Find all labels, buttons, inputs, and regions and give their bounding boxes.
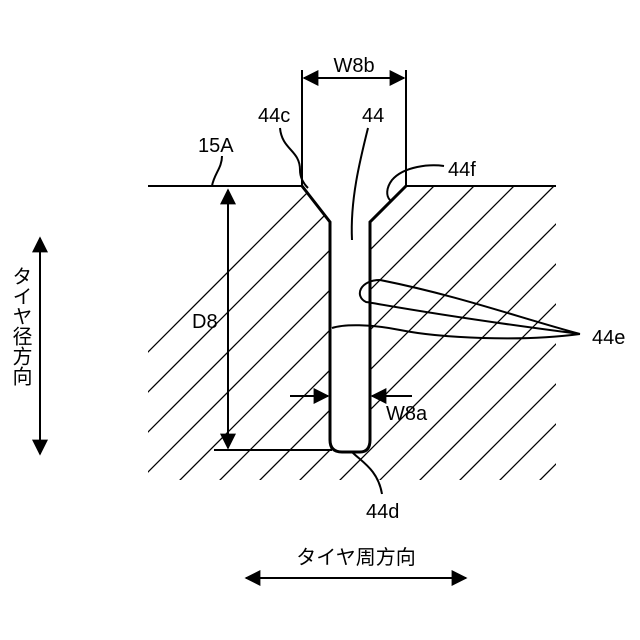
groove-bottom-leader <box>352 452 382 494</box>
tread-hatching <box>0 160 640 520</box>
groove-label: 44 <box>362 105 384 127</box>
groove-wall-label: 44e <box>592 327 625 349</box>
chamfer-right-label: 44f <box>448 159 476 181</box>
radial-direction-label: タイヤ径方向 <box>8 266 32 386</box>
groove-bottom-label: 44d <box>366 501 399 523</box>
circumferential-direction-label: タイヤ周方向 <box>296 545 415 569</box>
tread-surface-label: 15A <box>198 135 234 157</box>
w8a-label: W8a <box>386 403 428 425</box>
w8b-label: W8b <box>333 55 374 77</box>
groove-leader <box>352 128 368 240</box>
tread-surface-leader <box>212 156 222 186</box>
chamfer-left-leader <box>280 128 308 188</box>
chamfer-left-label: 44c <box>258 105 290 127</box>
groove-wall-leader-upper <box>360 280 580 334</box>
d8-label: D8 <box>192 311 218 333</box>
